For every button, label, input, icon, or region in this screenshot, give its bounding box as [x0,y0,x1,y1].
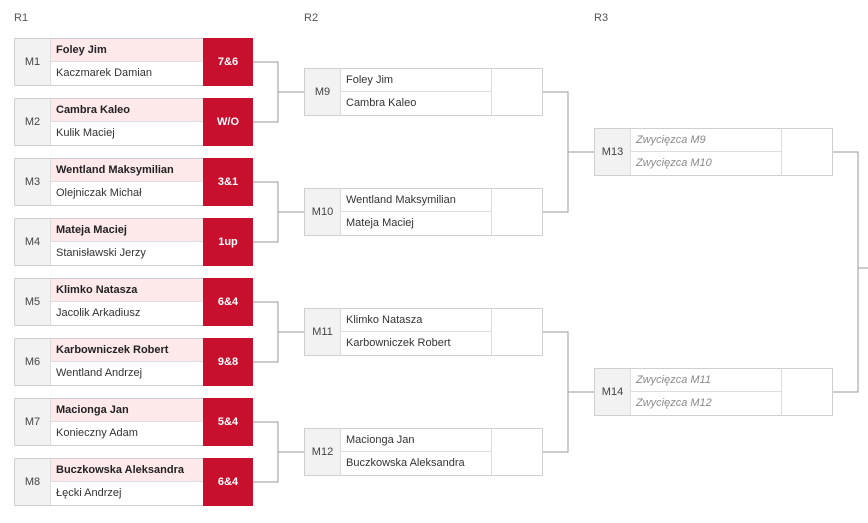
match-id: M14 [595,369,631,415]
match-id: M4 [15,219,51,265]
player-winner: Cambra Kaleo [51,99,203,122]
match-id: M11 [305,309,341,355]
match-id: M2 [15,99,51,145]
match-score: 1up [203,218,253,266]
match-score: 6&4 [203,458,253,506]
match-score-empty [491,189,542,235]
match-id: M5 [15,279,51,325]
match-m2[interactable]: M2 Cambra Kaleo Kulik Maciej W/O [14,98,253,146]
match-score: 9&8 [203,338,253,386]
player-loser: Konieczny Adam [56,427,138,439]
match-m13[interactable]: M13 Zwycięzca M9 Zwycięzca M10 [594,128,833,176]
player-winner: Wentland Maksymilian [51,159,203,182]
player-loser: Kaczmarek Damian [56,67,152,79]
player-1: Foley Jim [341,69,493,92]
match-score: W/O [203,98,253,146]
round-label-r1: R1 [14,12,29,24]
connector-m7-m8 [253,421,279,483]
match-m12[interactable]: M12 Macionga Jan Buczkowska Aleksandra [304,428,543,476]
round-label-r3: R3 [594,12,609,24]
player-winner: Mateja Maciej [51,219,203,242]
match-m7[interactable]: M7 Macionga Jan Konieczny Adam 5&4 [14,398,253,446]
match-m6[interactable]: M6 Karbowniczek Robert Wentland Andrzej … [14,338,253,386]
match-id: M10 [305,189,341,235]
player-loser: Wentland Andrzej [56,367,143,379]
player-winner: Karbowniczek Robert [51,339,203,362]
match-id: M3 [15,159,51,205]
player-2: Buczkowska Aleksandra [346,457,465,469]
match-score: 5&4 [203,398,253,446]
player-placeholder-1: Zwycięzca M9 [631,129,783,152]
match-score-empty [491,309,542,355]
match-score: 7&6 [203,38,253,86]
match-m3[interactable]: M3 Wentland Maksymilian Olejniczak Micha… [14,158,253,206]
connector-m1-m2 [253,61,279,123]
match-id: M12 [305,429,341,475]
match-id: M6 [15,339,51,385]
player-winner: Foley Jim [51,39,203,62]
match-m11[interactable]: M11 Klimko Natasza Karbowniczek Robert [304,308,543,356]
player-placeholder-2: Zwycięzca M12 [636,397,712,409]
match-id: M8 [15,459,51,505]
match-m5[interactable]: M5 Klimko Natasza Jacolik Arkadiusz 6&4 [14,278,253,326]
match-id: M13 [595,129,631,175]
match-m14[interactable]: M14 Zwycięzca M11 Zwycięzca M12 [594,368,833,416]
player-winner: Macionga Jan [51,399,203,422]
player-2: Karbowniczek Robert [346,337,451,349]
connector-m5-m6 [253,301,279,363]
match-score-empty [491,69,542,115]
match-score: 6&4 [203,278,253,326]
connector-m9-m10 [543,91,569,213]
player-placeholder-1: Zwycięzca M11 [631,369,783,392]
connector-m13-m14 [833,151,859,393]
player-loser: Olejniczak Michał [56,187,142,199]
connector-m3-m4 [253,181,279,243]
round-label-r2: R2 [304,12,319,24]
match-id: M1 [15,39,51,85]
player-loser: Kulik Maciej [56,127,115,139]
match-m1[interactable]: M1 Foley Jim Kaczmarek Damian 7&6 [14,38,253,86]
match-m8[interactable]: M8 Buczkowska Aleksandra Łęcki Andrzej 6… [14,458,253,506]
player-2: Mateja Maciej [346,217,414,229]
player-2: Cambra Kaleo [346,97,417,109]
match-score: 3&1 [203,158,253,206]
player-loser: Łęcki Andrzej [56,487,122,499]
match-m10[interactable]: M10 Wentland Maksymilian Mateja Maciej [304,188,543,236]
connector-m11-m12 [543,331,569,453]
player-placeholder-2: Zwycięzca M10 [636,157,712,169]
match-score-empty [781,129,832,175]
match-id: M7 [15,399,51,445]
match-score-empty [491,429,542,475]
player-winner: Klimko Natasza [51,279,203,302]
match-m4[interactable]: M4 Mateja Maciej Stanisławski Jerzy 1up [14,218,253,266]
player-loser: Stanisławski Jerzy [56,247,146,259]
player-1: Wentland Maksymilian [341,189,493,212]
player-winner: Buczkowska Aleksandra [51,459,203,482]
match-id: M9 [305,69,341,115]
match-score-empty [781,369,832,415]
player-1: Klimko Natasza [341,309,493,332]
player-loser: Jacolik Arkadiusz [56,307,141,319]
match-m9[interactable]: M9 Foley Jim Cambra Kaleo [304,68,543,116]
player-1: Macionga Jan [341,429,493,452]
